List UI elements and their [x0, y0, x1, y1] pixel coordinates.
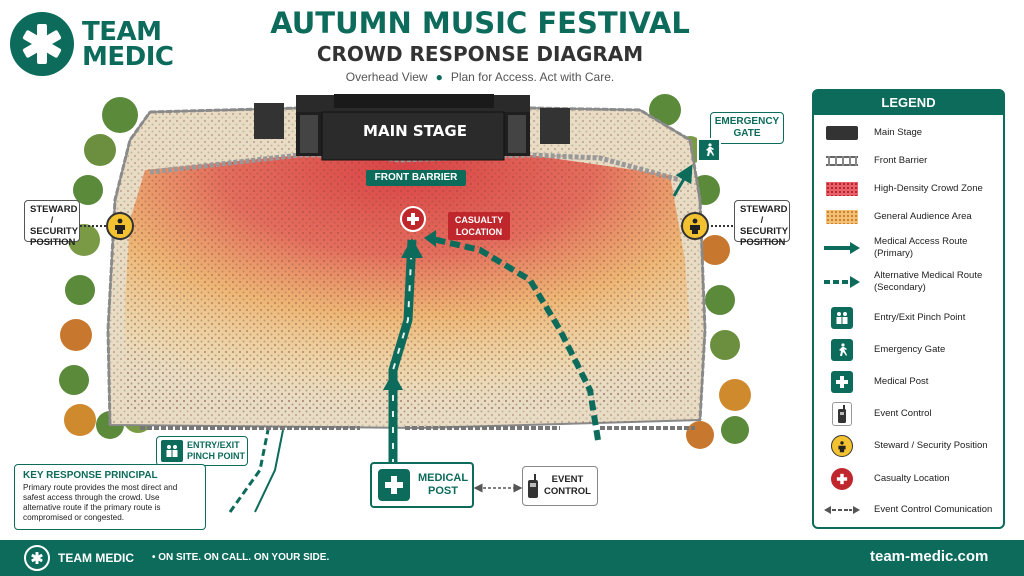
- legend-item: General Audience Area: [814, 202, 1003, 232]
- legend-label: Event Control: [874, 408, 932, 419]
- legend-item: Front Barrier: [814, 146, 1003, 176]
- principle-title: KEY RESPONSE PRINCIPAL: [23, 470, 158, 481]
- running-person-icon: [824, 335, 860, 365]
- main-stage-icon: [824, 118, 860, 148]
- event-control-box[interactable]: EVENT CONTROL: [522, 466, 598, 506]
- radio-icon: [527, 473, 539, 499]
- main-stage-label: MAIN STAGE: [363, 122, 467, 140]
- legend-item: Steward / Security Position: [814, 431, 1003, 461]
- emergency-gate-label: EMERGENCY GATE: [710, 112, 784, 144]
- casualty-location-label: CASUALTY LOCATION: [448, 212, 510, 240]
- principle-body: Primary route provides the most direct a…: [23, 483, 178, 522]
- high-density-swatch-icon: [824, 174, 860, 204]
- legend-label: Medical Post: [874, 376, 929, 387]
- legend: LEGEND Main Stage Front Barrier High-Den…: [812, 89, 1005, 529]
- tagline-right: Plan for Access. Act with Care.: [450, 70, 615, 84]
- running-person-icon[interactable]: [697, 138, 721, 162]
- front-barrier-label: FRONT BARRIER: [366, 170, 466, 186]
- general-audience-swatch-icon: [824, 202, 860, 232]
- medical-cross-icon: [824, 367, 860, 397]
- legend-item: Medical Access Route (Primary): [814, 233, 1003, 263]
- footer-bar: [0, 540, 1024, 576]
- legend-label: Main Stage: [874, 127, 923, 138]
- legend-item: Event Control: [814, 399, 1003, 429]
- entry-route: [228, 429, 270, 513]
- page-subtitle: CROWD RESPONSE DIAGRAM: [316, 42, 644, 66]
- alternative-medical-route: [424, 230, 601, 441]
- legend-label: General Audience Area: [874, 211, 972, 222]
- steward-icon[interactable]: [106, 212, 134, 240]
- legend-item: Event Control Comunication: [814, 495, 1003, 525]
- people-icon: [161, 440, 183, 462]
- legend-item: Alternative Medical Route (Secondary): [814, 267, 1003, 297]
- entry-exit-box[interactable]: ENTRY/EXIT PINCH POINT: [156, 436, 248, 466]
- steward-right-label: STEWARD / SECURITY POSITION: [734, 200, 790, 248]
- medical-post-label: MEDICAL POST: [417, 472, 469, 497]
- footer-url[interactable]: team-medic.com: [870, 548, 989, 565]
- legend-item: Emergency Gate: [814, 335, 1003, 365]
- legend-label: Casualty Location: [874, 473, 950, 484]
- casualty-icon: [824, 464, 860, 494]
- legend-item: Main Stage: [814, 118, 1003, 148]
- legend-label: High-Density Crowd Zone: [874, 183, 983, 194]
- event-control-label: EVENT CONTROL: [544, 474, 591, 497]
- legend-item: Medical Post: [814, 367, 1003, 397]
- radio-icon: [824, 399, 860, 429]
- medical-post-box[interactable]: MEDICAL POST: [370, 462, 474, 508]
- people-icon: [824, 303, 860, 333]
- dashed-arrow-icon: [824, 267, 860, 297]
- entry-exit-label: ENTRY/EXIT PINCH POINT: [187, 440, 246, 461]
- legend-label: Entry/Exit Pinch Point: [874, 312, 966, 323]
- gate-pointer: [672, 164, 693, 197]
- medical-cross-icon: [378, 469, 410, 501]
- casualty-icon[interactable]: [400, 206, 426, 232]
- double-arrow-icon: [824, 495, 860, 525]
- medical-star-icon: [10, 12, 74, 76]
- logo-line2: MEDIC: [82, 42, 174, 72]
- main-stage: [254, 94, 570, 161]
- legend-item: High-Density Crowd Zone: [814, 174, 1003, 204]
- legend-label: Emergency Gate: [874, 344, 946, 355]
- footer-slogan: • ON SITE. ON CALL. ON YOUR SIDE.: [152, 552, 330, 563]
- page-title: AUTUMN MUSIC FESTIVAL: [270, 6, 690, 40]
- steward-left-label: STEWARD / SECURITY POSITION: [24, 200, 80, 248]
- medical-star-icon: [24, 545, 50, 571]
- team-medic-logo: TEAM MEDIC: [10, 8, 180, 78]
- steward-icon: [824, 431, 860, 461]
- legend-label: Front Barrier: [874, 155, 928, 166]
- bullet-dot-icon: ●: [435, 70, 443, 84]
- tagline-left: Overhead View: [345, 70, 428, 84]
- steward-icon[interactable]: [681, 212, 709, 240]
- legend-label: Event Control Comunication: [874, 504, 993, 515]
- tagline: Overhead View ● Plan for Access. Act with …: [240, 70, 720, 84]
- logo-line1: TEAM: [82, 17, 162, 47]
- legend-label: Alternative Medical Route (Secondary): [874, 270, 983, 293]
- legend-item: Entry/Exit Pinch Point: [814, 303, 1003, 333]
- legend-label: Steward / Security Position: [874, 440, 988, 451]
- footer-brand: TEAM MEDIC: [58, 551, 134, 565]
- legend-title: LEGEND: [814, 91, 1003, 115]
- key-principle-box: KEY RESPONSE PRINCIPAL Primary route pro…: [14, 464, 206, 530]
- logo-wordmark: TEAM MEDIC: [82, 17, 174, 72]
- legend-item: Casualty Location: [814, 464, 1003, 494]
- primary-medical-route: [383, 238, 423, 465]
- front-barrier-icon: [824, 146, 860, 176]
- legend-label: Medical Access Route (Primary): [874, 236, 968, 259]
- solid-arrow-icon: [824, 233, 860, 263]
